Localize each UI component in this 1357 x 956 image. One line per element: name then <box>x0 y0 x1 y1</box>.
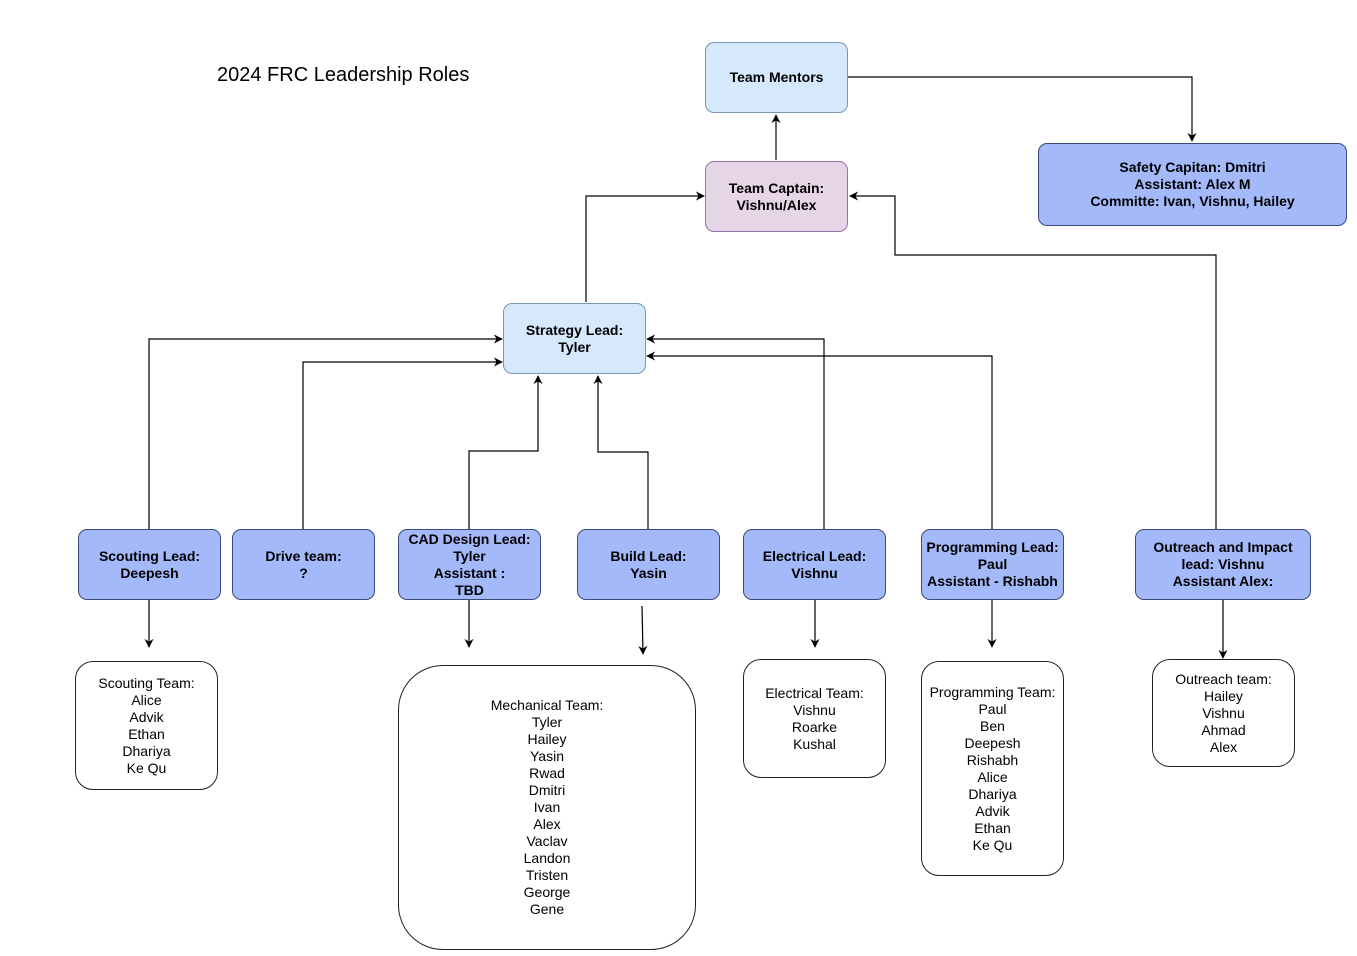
edge-build-lead-to-strategy <box>593 375 649 529</box>
team-member-list: Alice Advik Ethan Dhariya Ke Qu <box>122 692 170 777</box>
team-member: Alex <box>533 816 561 832</box>
build-lead-node: Build Lead: Yasin <box>577 529 720 600</box>
team-member: Deepesh <box>964 734 1021 751</box>
team-member: Hailey <box>1204 687 1243 704</box>
team-member: Ahmad <box>1201 721 1246 738</box>
node-line: lead: Vishnu <box>1181 556 1265 572</box>
drive-team-node: Drive team: ? <box>232 529 375 600</box>
team-member: Rishabh <box>966 751 1019 768</box>
node-line: Vishnu <box>791 564 838 581</box>
node-line: CAD Design Lead: <box>408 530 531 547</box>
team-member: Gene <box>529 901 565 917</box>
team-captain-node: Team Captain: Vishnu/Alex <box>705 161 848 232</box>
team-heading: Electrical Team: <box>765 684 864 701</box>
node-line: Electrical Lead: <box>762 547 867 564</box>
team-member: Dhariya <box>968 785 1017 802</box>
team-member: George <box>523 884 571 900</box>
node-line: TBD <box>455 581 484 598</box>
team-member: Alice <box>131 691 162 708</box>
edge-drive-team-to-strategy <box>302 357 503 529</box>
team-member: Tyler <box>531 714 563 730</box>
edge-electrical-lead-to-strategy <box>646 334 825 529</box>
node-line: ? <box>299 564 308 581</box>
node-line: Team Captain: <box>728 179 825 196</box>
scouting-team-box: Scouting Team: Alice Advik Ethan Dhariya… <box>75 661 218 790</box>
node-line: Paul <box>977 556 1008 572</box>
node-line: Tyler <box>453 547 486 564</box>
team-heading: Mechanical Team: <box>490 697 604 713</box>
edge-outreach-to-captain <box>849 191 1217 529</box>
team-member-list: Vishnu Roarke Kushal <box>792 702 837 753</box>
node-line: Assistant: Alex M <box>1134 176 1251 192</box>
team-member: Advik <box>129 708 164 725</box>
team-heading: Programming Team: <box>929 683 1056 700</box>
node-line: Assistant - Rishabh <box>927 573 1058 589</box>
node-line: Assistant Alex: <box>1172 573 1274 589</box>
team-member: Dhariya <box>122 742 171 759</box>
team-mentors-node: Team Mentors <box>705 42 848 113</box>
node-line: Vishnu/Alex <box>736 196 817 213</box>
team-member: Kushal <box>793 735 836 752</box>
team-member: Ke Qu <box>972 836 1013 853</box>
team-member: Dmitri <box>528 782 566 798</box>
team-member: Ethan <box>974 819 1011 836</box>
cad-design-lead-node: CAD Design Lead: Tyler Assistant : TBD <box>398 529 541 600</box>
electrical-lead-node: Electrical Lead: Vishnu <box>743 529 886 600</box>
team-member: Hailey <box>527 731 567 747</box>
team-member: Advik <box>975 802 1010 819</box>
team-member: Ben <box>980 717 1005 734</box>
team-member: Tristen <box>525 867 569 883</box>
node-line: Assistant : <box>433 564 506 581</box>
team-member: Vishnu <box>793 701 836 718</box>
team-member: Alice <box>977 768 1008 785</box>
team-member: Alex <box>1209 738 1238 755</box>
outreach-team-box: Outreach team: Hailey Vishnu Ahmad Alex <box>1152 659 1295 767</box>
scouting-lead-node: Scouting Lead: Deepesh <box>78 529 221 600</box>
team-member: Yasin <box>530 748 564 764</box>
edge-scouting-lead-to-strategy <box>148 334 503 529</box>
team-heading: Scouting Team: <box>98 674 195 691</box>
edge-cad-lead-to-strategy <box>468 375 543 529</box>
team-member: Vishnu <box>1202 704 1245 721</box>
node-line: Drive team: <box>265 547 342 564</box>
node-line: Committe: Ivan, Vishnu, Hailey <box>1090 193 1295 209</box>
team-member: Rwad <box>529 765 565 781</box>
team-member: Roarke <box>791 718 838 735</box>
programming-lead-node: Programming Lead: Paul Assistant - Risha… <box>921 529 1064 600</box>
team-member: Landon <box>523 850 571 866</box>
node-line: Tyler <box>558 338 591 355</box>
node-line: Safety Capitan: Dmitri <box>1119 159 1266 175</box>
team-member-list: Hailey Vishnu Ahmad Alex <box>1201 688 1245 756</box>
edge-build-lead-to-mechanical-team <box>638 605 648 655</box>
programming-team-box: Programming Team: Paul Ben Deepesh Risha… <box>921 661 1064 876</box>
node-line: Deepesh <box>120 564 179 581</box>
team-member: Ethan <box>128 725 165 742</box>
team-member: Paul <box>978 700 1007 717</box>
diagram-title: 2024 FRC Leadership Roles <box>217 64 470 86</box>
team-member-list: Paul Ben Deepesh Rishabh Alice Dhariya A… <box>964 701 1020 854</box>
outreach-lead-node: Outreach and Impact lead: Vishnu Assista… <box>1135 529 1311 600</box>
node-line: Outreach and Impact <box>1153 539 1293 555</box>
node-line: Yasin <box>630 564 667 581</box>
edge-programming-lead-to-strategy <box>646 351 993 529</box>
electrical-team-box: Electrical Team: Vishnu Roarke Kushal <box>743 659 886 778</box>
node-line: Scouting Lead: <box>98 547 201 564</box>
team-member: Ke Qu <box>126 759 167 776</box>
edge-strategy-to-captain <box>585 191 705 302</box>
strategy-lead-node: Strategy Lead: Tyler <box>503 303 646 374</box>
mechanical-team-box: Mechanical Team: Tyler Hailey Yasin Rwad… <box>398 665 696 950</box>
edge-mentors-to-safety <box>848 76 1197 142</box>
team-heading: Outreach team: <box>1175 670 1272 687</box>
safety-captain-node: Safety Capitan: Dmitri Assistant: Alex M… <box>1038 143 1347 226</box>
node-line: Build Lead: <box>610 547 687 564</box>
team-member: Vaclav <box>526 833 568 849</box>
node-line: Programming Lead: <box>926 539 1059 555</box>
node-line: Team Mentors <box>729 69 824 85</box>
team-member: Ivan <box>533 799 561 815</box>
team-member-list: Tyler Hailey Yasin Rwad Dmitri Ivan Alex… <box>524 714 571 918</box>
node-line: Strategy Lead: <box>525 321 624 338</box>
